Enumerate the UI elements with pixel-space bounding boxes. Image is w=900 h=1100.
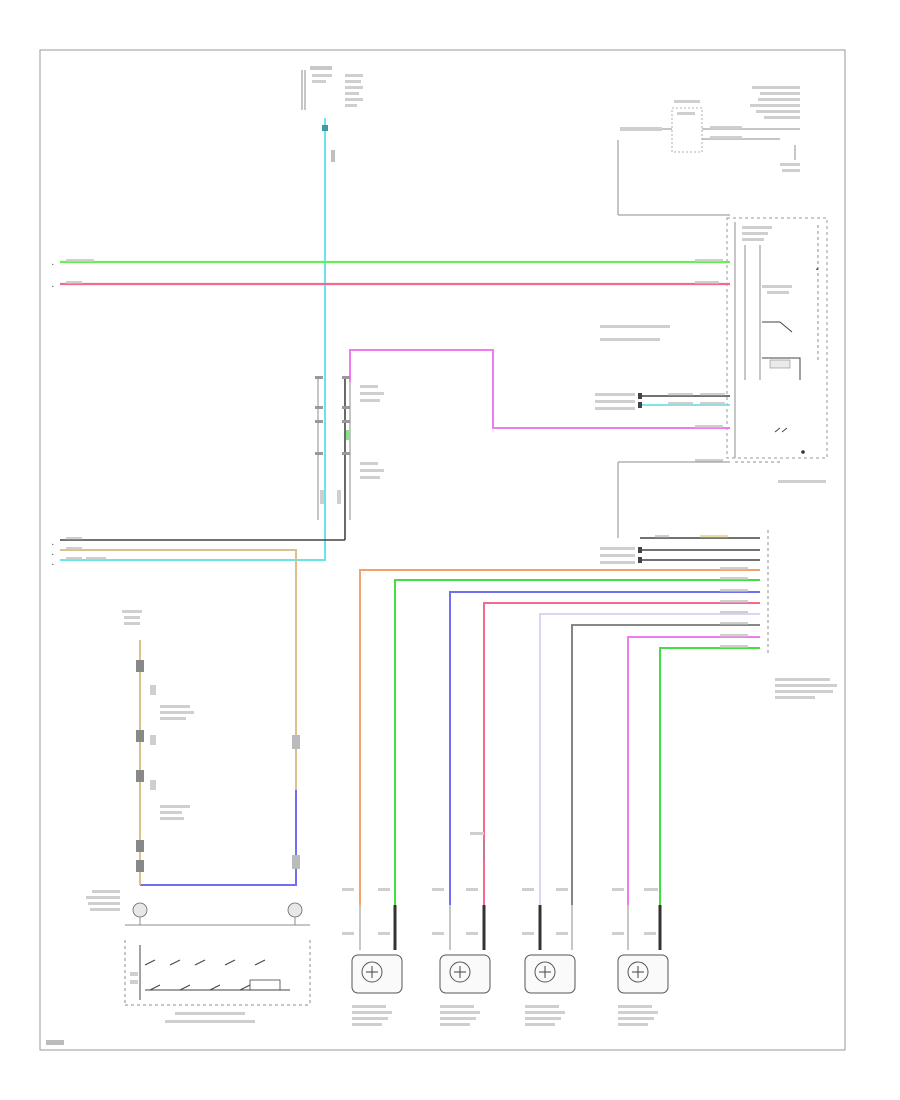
svg-text:•: • — [52, 552, 54, 557]
svg-text:•: • — [52, 262, 54, 267]
page-code-mark — [46, 1040, 64, 1045]
svg-text:▲: ▲ — [815, 266, 819, 271]
sensor-connector-marks — [342, 888, 662, 950]
top-right-switch — [617, 86, 800, 216]
top-connector — [301, 66, 363, 110]
wire-label-mark — [331, 150, 335, 162]
junction-connector — [315, 376, 384, 540]
cruise-switch-assembly — [86, 890, 311, 1023]
sensor-front-right — [351, 954, 403, 1026]
diagram-frame — [39, 49, 846, 1051]
sensor-front-left — [439, 954, 491, 1026]
sensor-wires — [359, 567, 837, 905]
power-buses: • • — [52, 259, 730, 289]
sensor-rear-right — [524, 954, 576, 1026]
magenta-wire — [349, 349, 730, 429]
connector-pin — [322, 125, 328, 131]
svg-text:•: • — [52, 562, 54, 567]
svg-text:•: • — [52, 542, 54, 547]
left-buses: • • • — [52, 537, 345, 886]
skid-ecu-wires — [600, 462, 769, 655]
combination-meter-label — [778, 480, 826, 483]
svg-text:•: • — [52, 284, 54, 289]
combination-meter: ▲ — [600, 217, 828, 483]
meter-input-wires — [595, 393, 780, 463]
tan-chain — [122, 610, 194, 885]
sensor-rear-left — [617, 954, 669, 1026]
cyan-wire — [60, 118, 326, 561]
